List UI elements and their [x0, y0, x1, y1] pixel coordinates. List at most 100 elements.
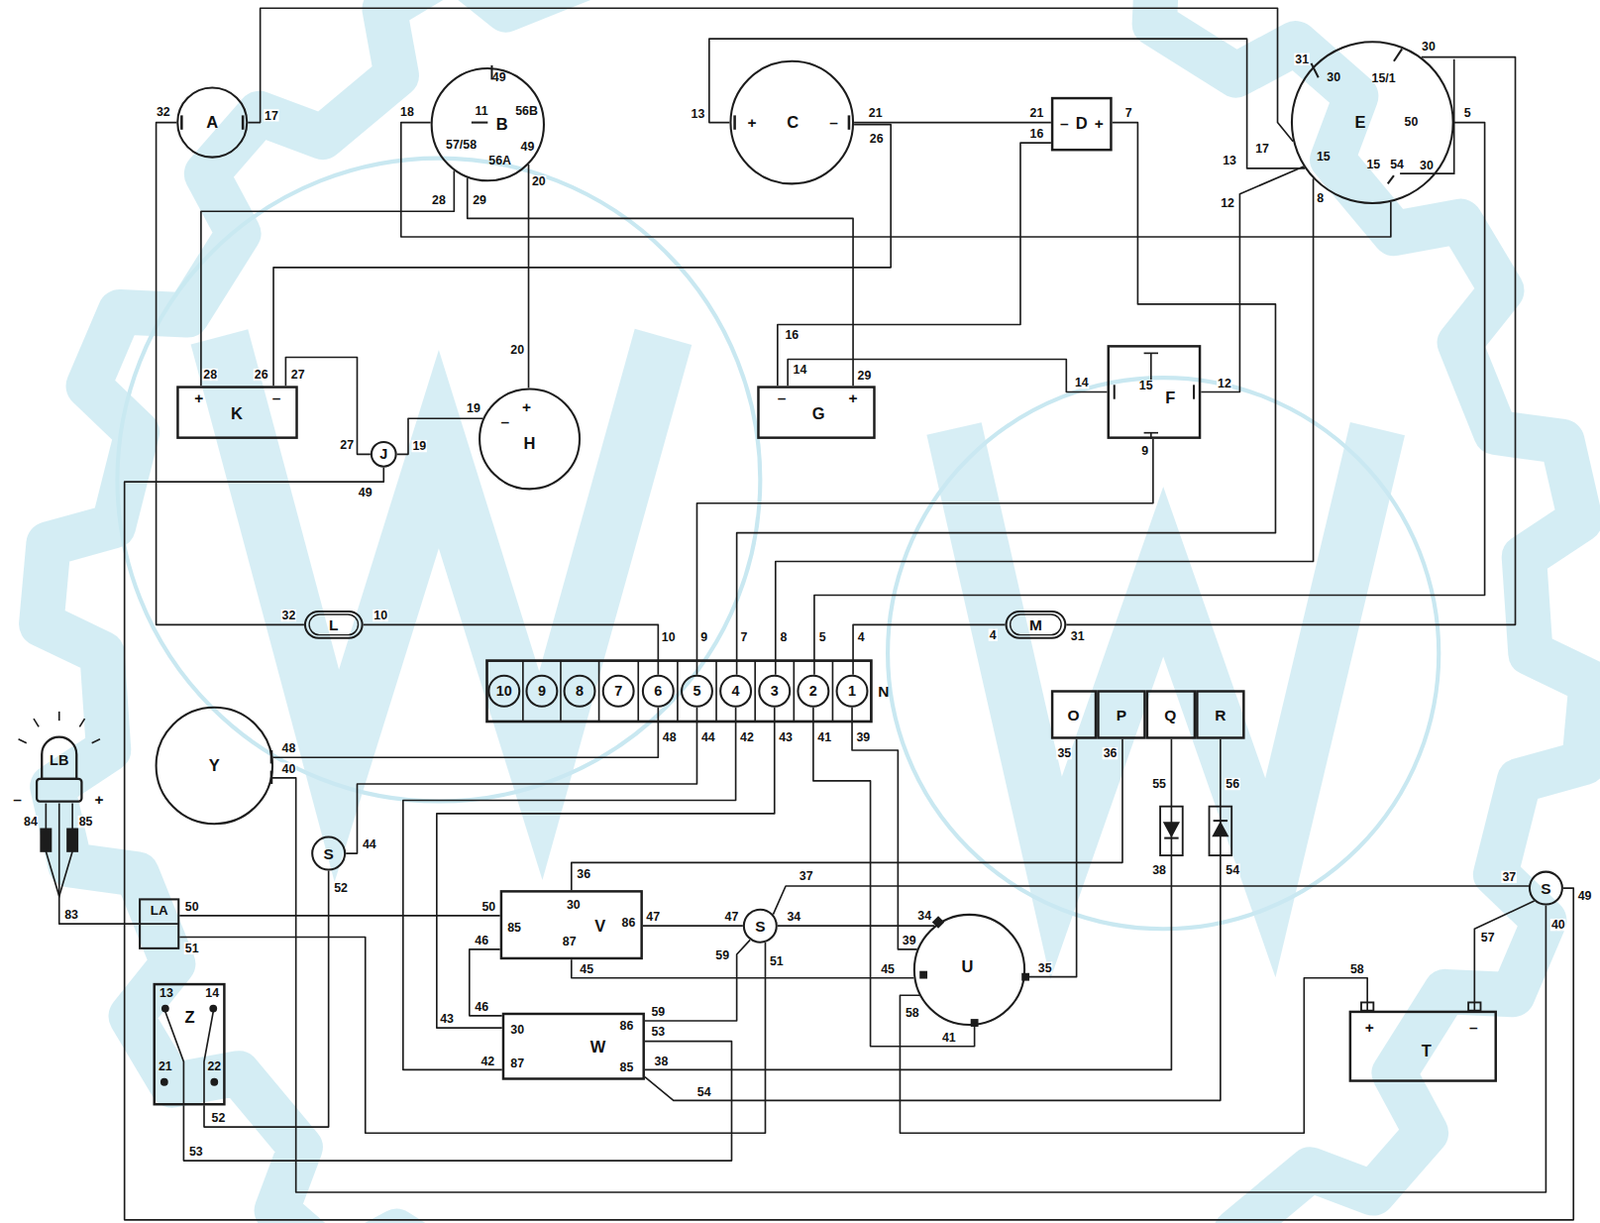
- component-box: F15: [1107, 344, 1202, 439]
- terminal-label: +: [194, 390, 204, 406]
- wire: [737, 122, 1277, 675]
- outline: [139, 898, 179, 948]
- terminal-label: 85: [507, 921, 522, 934]
- wire-number: 45: [879, 961, 896, 974]
- terminal-label: 15/1: [1372, 72, 1396, 85]
- wire-number: 59: [714, 949, 731, 961]
- component-letter: 5: [692, 683, 701, 698]
- wire: [644, 739, 1172, 1070]
- wire-number: 58: [904, 1006, 921, 1019]
- wire-number: 39: [854, 730, 871, 743]
- component-letter: T: [1421, 1043, 1432, 1060]
- terminal-label: +: [747, 114, 757, 130]
- component-letter: W: [590, 1039, 607, 1056]
- wire-number: 46: [473, 933, 490, 946]
- wire: [814, 122, 1486, 675]
- component-letter: A: [206, 113, 218, 130]
- wire: [285, 356, 370, 454]
- outline: [371, 441, 397, 467]
- terminal-label: 30: [1326, 71, 1341, 84]
- symbol-line: [471, 121, 488, 124]
- watermark-logo: [218, 336, 663, 776]
- wire: [642, 924, 744, 927]
- outline: [1350, 1011, 1496, 1081]
- wire: [179, 937, 765, 1134]
- wire-number: 20: [509, 343, 526, 356]
- terminal-label: 15: [1366, 158, 1381, 171]
- wire-number: 85: [78, 815, 95, 828]
- terminal: 5: [680, 674, 714, 708]
- outline: [1291, 41, 1454, 204]
- wire-number: 36: [1102, 746, 1119, 759]
- wire-number: 38: [653, 1055, 670, 1067]
- wire: [59, 803, 139, 925]
- outline: [797, 675, 829, 707]
- outline: [1108, 345, 1200, 437]
- terminal-label: 30: [510, 1023, 525, 1036]
- wire-number: 35: [1037, 960, 1054, 973]
- component-box: R: [1195, 689, 1245, 739]
- terminal-label: 85: [620, 1061, 635, 1073]
- wire-number: 5: [818, 631, 828, 643]
- outline: [487, 660, 872, 722]
- terminal: 10: [487, 674, 521, 708]
- outline: [309, 614, 358, 636]
- symbol-line: [92, 739, 101, 744]
- wire-number: 38: [1151, 862, 1168, 875]
- terminal-label: 87: [562, 934, 577, 947]
- wire-number: 20: [531, 175, 547, 188]
- component-letter: S: [754, 917, 765, 933]
- wire-number: 49: [1577, 889, 1594, 902]
- terminal: 1: [836, 674, 869, 708]
- wire-number: 21: [867, 106, 884, 119]
- terminal-label: 22: [207, 1060, 221, 1072]
- terminal-label: 49: [521, 140, 535, 153]
- wire-number: 28: [430, 194, 447, 207]
- wire-number: 12: [1219, 197, 1236, 210]
- wire-number: 31: [1293, 53, 1310, 66]
- symbol-line: [40, 828, 51, 852]
- divider: [637, 659, 640, 722]
- terminal: 7: [602, 674, 636, 708]
- wire-number: 34: [916, 909, 933, 922]
- wire-number: 10: [660, 631, 677, 643]
- symbol-line: [1113, 384, 1116, 399]
- terminal-label: 86: [620, 1019, 635, 1032]
- wire: [777, 142, 1052, 386]
- symbol-line: [161, 1078, 168, 1085]
- terminal-label: 56B: [515, 105, 538, 117]
- wire-number: 26: [868, 132, 885, 145]
- wire-number: 52: [332, 881, 349, 894]
- wire-number: 44: [361, 838, 378, 851]
- outline: [177, 387, 297, 438]
- component-letter: 8: [575, 683, 584, 698]
- component-box: K+–: [176, 385, 299, 439]
- outline: [431, 68, 544, 181]
- outline: [501, 890, 642, 959]
- terminal-label: –: [1060, 115, 1069, 131]
- wire: [777, 924, 935, 927]
- wire-number: 14: [1073, 376, 1090, 389]
- component-letter: L: [328, 617, 338, 633]
- wire: [696, 438, 1153, 675]
- wire-number: 54: [696, 1085, 713, 1098]
- wire-number: 41: [816, 730, 833, 743]
- component-letter: 9: [537, 683, 546, 698]
- wire-number: 36: [575, 866, 592, 879]
- component-box: W30878685: [502, 1012, 645, 1080]
- symbol-line: [165, 1011, 185, 1106]
- wire-number: 53: [188, 1145, 205, 1158]
- terminal-label: 15: [1316, 149, 1331, 162]
- wire-number: 83: [63, 908, 80, 921]
- outline: [1052, 98, 1111, 150]
- wire-number: 57: [1480, 930, 1496, 943]
- wire-number: 40: [281, 761, 298, 774]
- terminal-label: 50: [1404, 114, 1419, 127]
- outline: [758, 675, 790, 707]
- wiring-detail: [18, 48, 1482, 1105]
- component-box: P: [1096, 689, 1146, 739]
- lamp-symbol: LB–+: [33, 729, 85, 803]
- outline: [681, 675, 713, 707]
- outline: [603, 675, 635, 707]
- wire-number: 19: [411, 439, 427, 452]
